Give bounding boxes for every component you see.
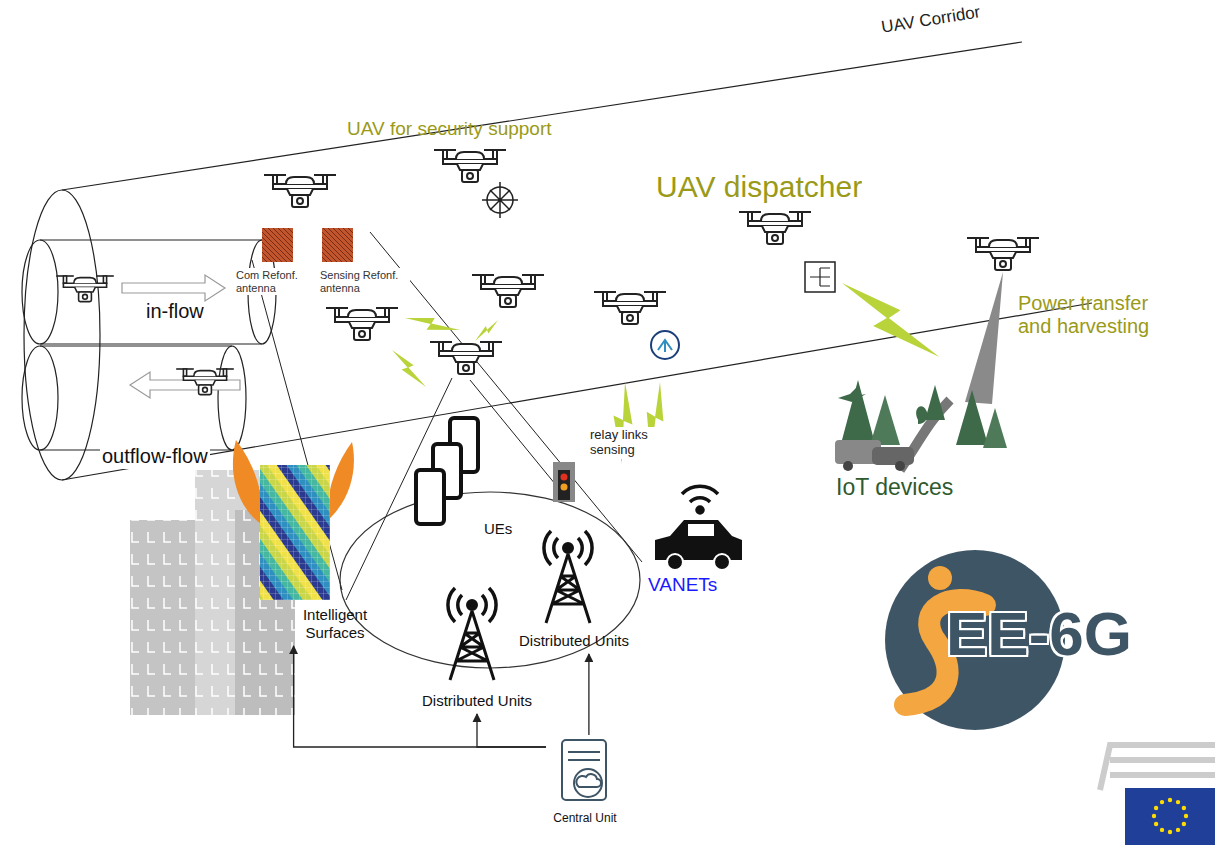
node-label: Distributed Units	[503, 630, 645, 652]
label-text: Com Refonf. antenna	[236, 269, 298, 294]
node-text: Distributed Units	[409, 692, 545, 710]
label-text: VANETs	[648, 574, 717, 595]
eu-star	[1176, 828, 1180, 832]
eu-star	[1168, 798, 1172, 802]
central-unit-icon	[562, 740, 606, 800]
label-text: IoT devices	[836, 474, 953, 500]
label: IoT devices	[836, 474, 953, 500]
node-label: Intelligent Surfaces	[290, 604, 380, 644]
label-text: relay links sensing	[590, 427, 648, 457]
label-text: UEs	[484, 520, 512, 537]
eu-star	[1182, 822, 1186, 826]
label: Com Refonf. antenna	[234, 268, 306, 295]
eu-star	[1160, 800, 1164, 804]
label-text: outflow-flow	[102, 445, 208, 467]
label: UAV dispatcher	[656, 170, 862, 205]
eu-star	[1176, 800, 1180, 804]
label: relay links sensing	[588, 427, 666, 459]
vehicle	[655, 486, 742, 570]
eu-star	[1168, 830, 1172, 834]
eu-star	[1154, 822, 1158, 826]
node-text: Intelligent Surfaces	[293, 606, 377, 642]
node-text: Distributed Units	[506, 632, 642, 650]
label: EE-6G	[946, 598, 1132, 669]
node-label: Distributed Units	[406, 690, 548, 712]
iot-scene	[835, 380, 1007, 471]
label: UEs	[484, 520, 512, 537]
eu-star	[1184, 814, 1188, 818]
label-text: UAV dispatcher	[656, 170, 862, 203]
label-text: in-flow	[146, 300, 204, 322]
eu-star	[1182, 806, 1186, 810]
drones	[56, 150, 1039, 395]
towers	[448, 531, 592, 680]
uav-corridor	[24, 42, 1092, 480]
eu-emblem	[1100, 745, 1215, 845]
connector-arrow	[294, 646, 546, 747]
label: VANETs	[648, 574, 717, 596]
eu-star	[1152, 814, 1156, 818]
label-text: UAV for security support	[347, 118, 552, 139]
eu-star	[1160, 828, 1164, 832]
node-label: Central Unit	[546, 735, 624, 827]
label-text: Power transfer and harvesting	[1018, 292, 1149, 337]
label: in-flow	[146, 300, 204, 323]
label: UAV for security support	[347, 118, 552, 140]
label: outflow-flow	[100, 444, 210, 469]
label: Power transfer and harvesting	[1018, 292, 1173, 338]
ris-panel	[233, 440, 354, 600]
user-equipment	[416, 418, 478, 524]
label-text: EE-6G	[946, 599, 1132, 668]
eu-star	[1154, 806, 1158, 810]
label-text: Sensing Refonf. antenna	[320, 269, 398, 294]
node-text: Central Unit	[549, 811, 621, 825]
label: Sensing Refonf. antenna	[318, 268, 410, 295]
connector-arrow	[588, 654, 589, 735]
label: UAV Corridor	[880, 2, 982, 37]
connector-arrow	[477, 714, 546, 747]
traffic-light	[553, 462, 575, 502]
label-text: UAV Corridor	[880, 2, 982, 36]
